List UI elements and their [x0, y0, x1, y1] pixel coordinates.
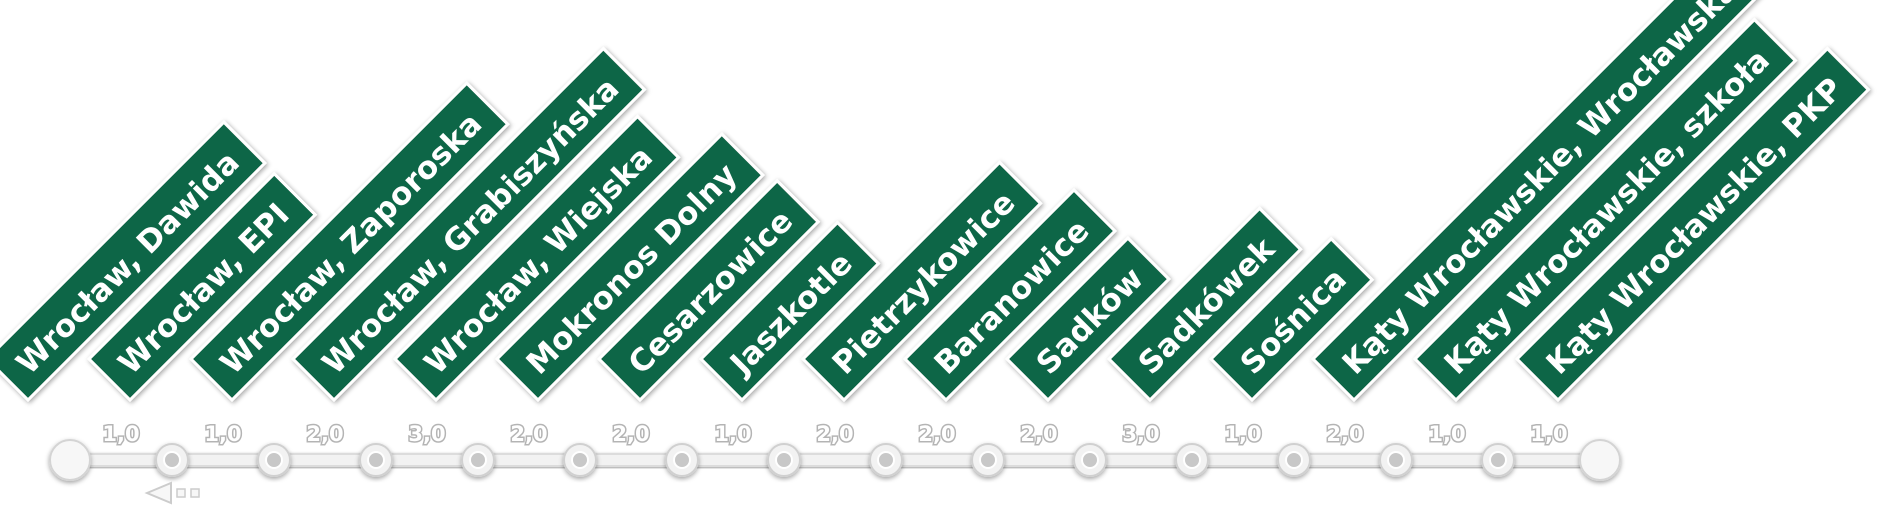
station-sign-board — [596, 178, 821, 403]
segment-distance: 2,0 — [510, 422, 547, 446]
stop-node — [1073, 443, 1107, 477]
segment-distance: 2,0 — [918, 422, 955, 446]
station-sign-board — [392, 114, 681, 403]
segment-distance: 3,0 — [408, 422, 445, 446]
segment-distance: 1,0 — [204, 422, 241, 446]
station-sign-board — [800, 160, 1043, 403]
station-sign-board — [1208, 236, 1375, 403]
stop-node — [359, 443, 393, 477]
stop-node — [155, 443, 189, 477]
station-sign-board — [188, 81, 510, 403]
stop-node — [971, 443, 1005, 477]
segment-distance: 3,0 — [1122, 422, 1159, 446]
stop-node — [49, 439, 91, 481]
segment-distance: 1,0 — [714, 422, 751, 446]
station-sign-board — [290, 46, 647, 403]
stop-node — [767, 443, 801, 477]
segment-distance: 2,0 — [1326, 422, 1363, 446]
segment-distance: 2,0 — [612, 422, 649, 446]
station-sign-board — [494, 132, 765, 403]
route-line — [69, 453, 1601, 467]
stop-node — [257, 443, 291, 477]
station-sign-board — [1106, 206, 1303, 403]
station-sign-board — [86, 171, 318, 403]
stop-node — [1175, 443, 1209, 477]
stop-node — [869, 443, 903, 477]
station-sign-board — [698, 220, 881, 403]
station-sign-board — [902, 187, 1118, 403]
segment-distance: 1,0 — [1530, 422, 1567, 446]
station-sign-board — [1412, 17, 1798, 403]
station-sign-board — [1514, 46, 1871, 403]
segment-distance: 1,0 — [1224, 422, 1261, 446]
segment-distance: 2,0 — [1020, 422, 1057, 446]
triangle-left-arrow-icon — [144, 481, 200, 505]
route-line-bar — [69, 453, 1601, 467]
station-sign-board — [0, 119, 268, 403]
stop-node — [461, 443, 495, 477]
stop-node — [1277, 443, 1311, 477]
station-sign-board — [1310, 0, 1766, 403]
segment-distance: 1,0 — [102, 422, 139, 446]
segment-distance: 2,0 — [306, 422, 343, 446]
stop-node — [1579, 439, 1621, 481]
stop-node — [665, 443, 699, 477]
station-sign-board — [1004, 235, 1172, 403]
segment-distance: 1,0 — [1428, 422, 1465, 446]
stop-node — [563, 443, 597, 477]
stop-node — [1481, 443, 1515, 477]
segment-distance: 2,0 — [816, 422, 853, 446]
stop-node — [1379, 443, 1413, 477]
